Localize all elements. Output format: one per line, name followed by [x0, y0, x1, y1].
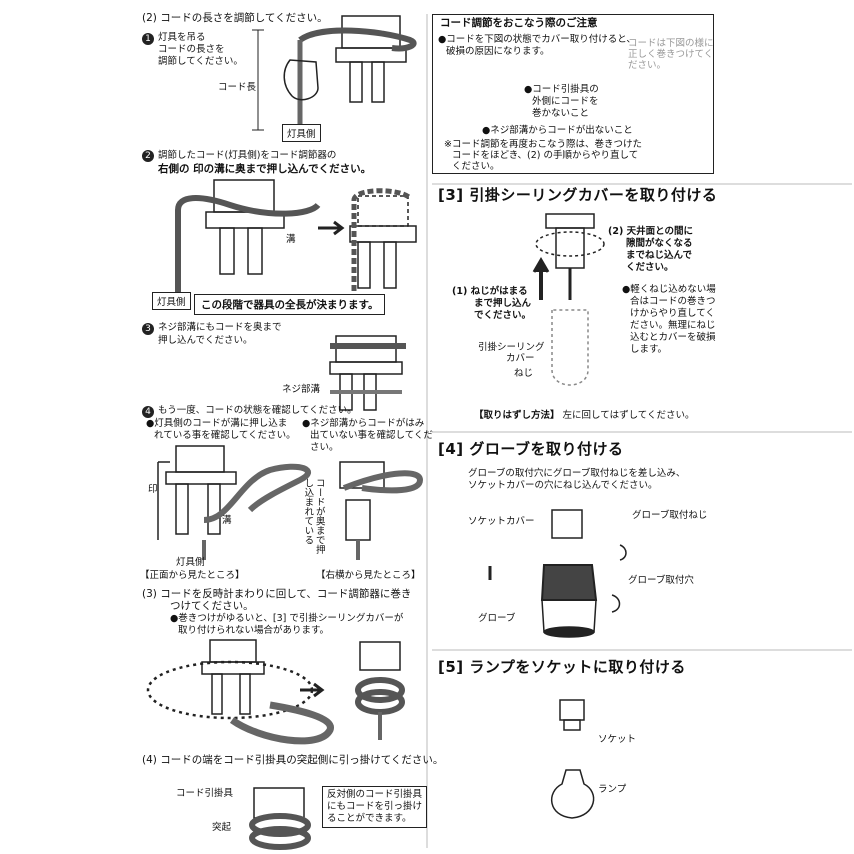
caution-gray-2: 正しく巻きつけてく: [628, 49, 714, 60]
fixture-side-label-2: 灯具側: [152, 292, 191, 310]
substep-3-line-2: 押し込んでください。: [158, 335, 253, 346]
caution-gray-1: コードは下図の様に: [628, 38, 714, 49]
sec3-remove-label: 【取りはずし方法】: [474, 410, 560, 421]
substep-2: 2: [142, 150, 157, 162]
sec3-screw: ねじ: [514, 368, 534, 379]
sec3-cover-1: 引掛シーリング: [478, 342, 545, 353]
sec3-remove: 【取りはずし方法】 左に回してはずしてください。: [474, 410, 695, 421]
side-view-caption: 【右横から見たところ】: [316, 570, 421, 581]
sec3-w3: けからやり直してく: [630, 308, 715, 319]
sec3-l3: でください。: [474, 310, 532, 321]
check-b-line-1: ●ネジ部溝からコードがはみ: [302, 418, 425, 429]
caution-title: コード調節をおこなう際のご注意: [440, 17, 598, 29]
step3-line-1: (3) コードを反時計まわりに回して、コード調節器に巻き: [142, 588, 412, 600]
sec3-r4: ください。: [626, 262, 674, 273]
sec4-desc-2: ソケットカバーの穴にねじ込んでください。: [468, 480, 658, 491]
substep-4-title: もう一度、コードの状態を確認してください。: [158, 405, 357, 416]
caution-box: [432, 14, 714, 174]
mark-label: 印: [148, 484, 158, 495]
sec3-w5: 込むとカバーを破損: [630, 332, 716, 343]
caution-note-2: コードをほどき、(2) の手順からやり直して: [452, 150, 639, 161]
socket-cover-label: ソケットカバー: [468, 516, 535, 527]
sec3-r3: までねじ込んで: [626, 250, 693, 261]
hook-note-1: 反対側のコード引掛具: [327, 789, 423, 800]
globe-hole-label: グローブ取付穴: [628, 575, 694, 586]
step3-note-1: ●巻きつけがゆるいと、[3] で引掛シーリングカバーが: [170, 613, 404, 624]
substep-2-line-2: 右側の 印の溝に奥まで押し込んでください。: [158, 163, 372, 175]
substep-1-line-3: 調節してください。: [158, 56, 243, 67]
caution-gray-3: ださい。: [628, 60, 667, 71]
substep-4: 4: [142, 406, 157, 418]
substep-1: 1: [142, 33, 157, 45]
sec3-w2: 合はコードの巻きつ: [630, 296, 716, 307]
fig-lamp: [550, 699, 595, 819]
caution-line-2: 破損の原因になります。: [446, 46, 550, 57]
step4-title: (4) コードの端をコード引掛具の突起側に引っ掛けてください。: [142, 754, 444, 766]
fig-adjust-cord: [252, 15, 417, 131]
substep-3: 3: [142, 323, 157, 335]
step2-title: (2) コードの長さを調節してください。: [142, 12, 328, 24]
caution-c4: ●ネジ部溝からコードが出ないこと: [482, 125, 633, 136]
substep-3-line-1: ネジ部溝にもコードを奥まで: [158, 322, 282, 333]
sec3-l2: まで押し込ん: [474, 298, 532, 309]
sec3-r2: 隙間がなくなる: [626, 238, 693, 249]
caution-note-1: ※コード調節を再度おこなう際は、巻きつけた: [444, 139, 642, 150]
cord-hook-label: コード引掛具: [176, 788, 234, 799]
fig-ceiling-cover: [532, 213, 605, 386]
fig-globe: [488, 509, 627, 638]
socket-label: ソケット: [598, 734, 637, 745]
cord-length-label: コード長: [218, 82, 257, 93]
pushed-in-note: コードが奥まで押し込まれている: [302, 478, 325, 554]
substep-1-line-2: コードの長さを: [158, 44, 225, 55]
check-a-line-1: ●灯具側のコードが溝に押し込ま: [146, 418, 288, 429]
groove-label: 溝: [286, 234, 296, 245]
sec3-remove-text: 左に回してはずしてください。: [562, 410, 695, 421]
step3-note-2: 取り付けられない場合があります。: [178, 625, 330, 636]
caution-line-1: ●コードを下図の状態でカバー取り付けると、: [438, 34, 636, 45]
front-view-caption: 【正面から見たところ】: [140, 570, 245, 581]
fig-front-view: [157, 445, 311, 560]
screw-groove-label: ネジ部溝: [282, 384, 321, 395]
sec3-w6: します。: [630, 344, 668, 355]
fixture-side-label: 灯具側: [282, 124, 321, 142]
fig-wrap-cord: [146, 639, 405, 745]
substep-2-line-1: 調節したコード(灯具側)をコード調節器の: [158, 150, 337, 161]
substep-1-line-1: 灯具を吊る: [158, 32, 206, 43]
sec3-r1: (2) 天井面との間に: [608, 226, 694, 237]
globe-screw-label: グローブ取付ねじ: [632, 510, 708, 521]
sec3-cover-2: カバー: [506, 353, 535, 364]
full-length-note: この段階で器具の全長が決まります。: [194, 294, 386, 315]
hook-note-3: ることができます。: [327, 812, 412, 824]
fig-side-view: [339, 461, 424, 560]
section-4-title: [4] グローブを取り付ける: [438, 440, 624, 458]
check-b-line-3: さい。: [310, 442, 339, 453]
groove-label-2: 溝: [222, 515, 232, 526]
sec3-w4: ださい。無理にねじ: [630, 320, 716, 331]
sec3-w1: ●軽くねじ込めない場: [622, 284, 716, 295]
check-b-line-2: 出ていない事を確認してくだ: [310, 430, 433, 441]
caution-c3: 巻かないこと: [532, 108, 590, 119]
protrusion-label: 突起: [212, 822, 232, 833]
check-a-line-2: れている事を確認してください。: [154, 430, 296, 441]
caution-note-3: ください。: [452, 161, 500, 172]
hook-note-2: にもコードを引っ掛け: [327, 800, 423, 812]
section-3-title: [3] 引掛シーリングカバーを取り付ける: [438, 186, 718, 204]
caution-c1: ●コード引掛具の: [524, 84, 599, 95]
globe-label: グローブ: [478, 613, 516, 624]
fig-press-cord: [175, 179, 417, 300]
hook-note: 反対側のコード引掛具 にもコードを引っ掛け ることができます。: [322, 786, 428, 828]
fixture-side-label-3: 灯具側: [176, 557, 205, 568]
fig-hook-cord: [249, 787, 311, 850]
sec3-l1: (1) ねじがはまる: [452, 286, 528, 297]
section-5-title: [5] ランプをソケットに取り付ける: [438, 658, 686, 676]
lamp-label: ランプ: [598, 784, 627, 795]
sec4-desc-1: グローブの取付穴にグローブ取付ねじを差し込み、: [468, 468, 686, 479]
caution-c2: 外側にコードを: [532, 96, 599, 107]
fig-screw-groove: [329, 335, 406, 411]
step3-line-2: つけてください。: [170, 600, 254, 612]
